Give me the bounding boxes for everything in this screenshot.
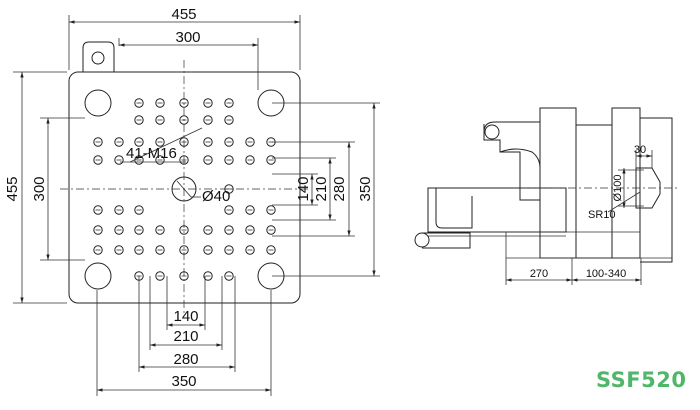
side-column-right [640, 117, 673, 263]
lug-hole [91, 51, 105, 65]
dim-h-140: 140 [173, 308, 198, 325]
dim-v-210: 210 [313, 176, 330, 201]
nozzle-dia: Ø100 [612, 175, 624, 202]
bolt-hole [155, 137, 165, 147]
dim-v-140: 140 [295, 176, 312, 201]
bolt-hole [114, 137, 124, 147]
bolt-hole [114, 225, 124, 235]
bolt-hole [134, 115, 144, 125]
bolt-hole [245, 225, 255, 235]
bolt-hole [93, 245, 103, 255]
bolt-hole [114, 155, 124, 165]
bolt-hole [224, 271, 234, 281]
bolt-hole [134, 98, 144, 108]
side-column-mid [575, 124, 613, 259]
bolt-hole [155, 115, 165, 125]
dim-inner-height: 300 [31, 176, 48, 201]
center-hole-label: Ø40 [202, 188, 230, 205]
right-dims: 350 280 210 140 [272, 102, 380, 277]
bolt-hole [224, 184, 234, 194]
bolt-hole [134, 205, 144, 215]
bolt-hole [155, 225, 165, 235]
side-base [427, 187, 567, 233]
bolt-hole [224, 225, 234, 235]
side-bottom-lug [414, 232, 430, 248]
platen-outline [68, 71, 301, 304]
center-hole [171, 176, 197, 202]
bolt-hole [93, 137, 103, 147]
bolt-hole [266, 245, 276, 255]
bolt-hole [266, 225, 276, 235]
bolt-hole [245, 155, 255, 165]
platen-front-view: 455 300 455 300 41-M16 Ø40 350 280 [4, 6, 380, 396]
dim-h-280: 280 [173, 351, 198, 368]
bolt-hole [179, 155, 189, 165]
bolt-hole [93, 205, 103, 215]
bolt-hole [266, 205, 276, 215]
bolt-hole [114, 205, 124, 215]
platen-side-view: Ø100 30 SR10 270 100-340 [414, 107, 680, 285]
stroke-fixed: 270 [530, 268, 548, 280]
dim-overall-height: 455 [4, 176, 21, 201]
bolt-hole [203, 98, 213, 108]
tiebar-hole-tl [84, 89, 112, 117]
nozzle-width: 30 [634, 144, 646, 156]
bolt-hole [245, 137, 255, 147]
bolt-hole [155, 245, 165, 255]
bolt-hole [134, 225, 144, 235]
nozzle-radius: SR10 [588, 209, 616, 221]
dim-h-210: 210 [173, 328, 198, 345]
bolt-hole [224, 137, 234, 147]
bolt-hole [179, 271, 189, 281]
bolt-hole-grid [93, 98, 276, 281]
bolt-hole [203, 225, 213, 235]
bolt-hole [155, 271, 165, 281]
bolt-hole [203, 245, 213, 255]
bolt-hole [203, 271, 213, 281]
dim-overall-width: 455 [171, 6, 196, 23]
bolt-hole [224, 98, 234, 108]
bolt-hole [179, 225, 189, 235]
bolt-hole [203, 115, 213, 125]
bolt-hole [134, 245, 144, 255]
bolt-hole [179, 245, 189, 255]
dim-inner-width: 300 [175, 29, 200, 46]
bolt-hole [134, 137, 144, 147]
bolt-hole [93, 225, 103, 235]
bottom-dims: 140 210 280 350 [96, 276, 272, 396]
bolt-hole [155, 155, 165, 165]
model-label: SSF520 [596, 368, 687, 392]
tiebar-hole-bl [84, 262, 112, 290]
bolt-hole [266, 155, 276, 165]
bolt-hole [155, 98, 165, 108]
bolt-hole [224, 245, 234, 255]
stroke-range: 100-340 [586, 268, 626, 280]
dim-v-350: 350 [357, 176, 374, 201]
side-column-left [539, 107, 577, 259]
bolt-hole [224, 155, 234, 165]
dim-v-280: 280 [331, 176, 348, 201]
top-lug [82, 41, 115, 72]
bolt-hole [245, 245, 255, 255]
bolt-hole [203, 137, 213, 147]
bolt-hole [179, 98, 189, 108]
bolt-hole [93, 155, 103, 165]
bolt-hole [114, 245, 124, 255]
bolt-hole [224, 115, 234, 125]
bolt-hole [179, 137, 189, 147]
dim-h-350: 350 [171, 373, 196, 390]
bolt-hole [203, 155, 213, 165]
bolt-hole [179, 115, 189, 125]
bolt-hole [224, 205, 234, 215]
thread-callout: 41-M16 [126, 145, 177, 162]
bolt-hole [245, 205, 255, 215]
